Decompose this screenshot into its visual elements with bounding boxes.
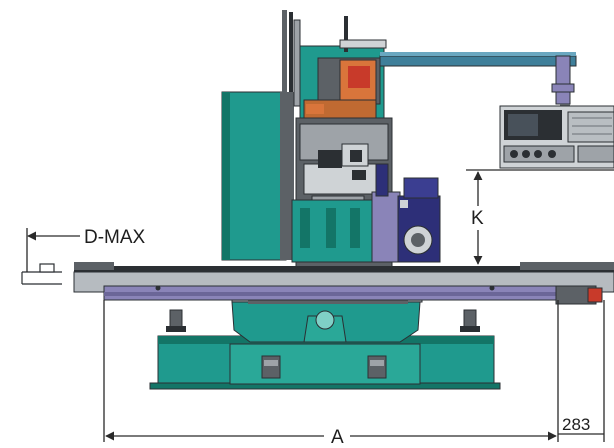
a-dimension: A bbox=[103, 300, 559, 448]
side-motor bbox=[371, 163, 441, 263]
a-label: A bbox=[331, 427, 344, 448]
base-foot-pad-right bbox=[367, 355, 387, 379]
worktable bbox=[73, 262, 614, 305]
d-max-label: D-MAX bbox=[84, 227, 146, 248]
vertical-rods bbox=[282, 10, 387, 107]
handwheel-knob bbox=[315, 310, 335, 330]
table-end-cap bbox=[587, 287, 603, 303]
spindle-motor bbox=[303, 57, 381, 119]
k-dimension: K bbox=[466, 169, 614, 265]
dim-283-label: 283 bbox=[562, 415, 590, 434]
control-box-dark bbox=[318, 150, 342, 168]
dim-283: 283 bbox=[558, 300, 605, 442]
column bbox=[221, 91, 294, 261]
table-extension-left bbox=[21, 263, 62, 285]
d-max-dimension: D-MAX bbox=[26, 227, 146, 272]
cnc-control-panel bbox=[499, 105, 614, 169]
machine-base bbox=[149, 335, 501, 390]
leveling-feet bbox=[166, 309, 480, 332]
base-foot-pad-left bbox=[261, 355, 281, 379]
k-label: K bbox=[471, 208, 484, 229]
